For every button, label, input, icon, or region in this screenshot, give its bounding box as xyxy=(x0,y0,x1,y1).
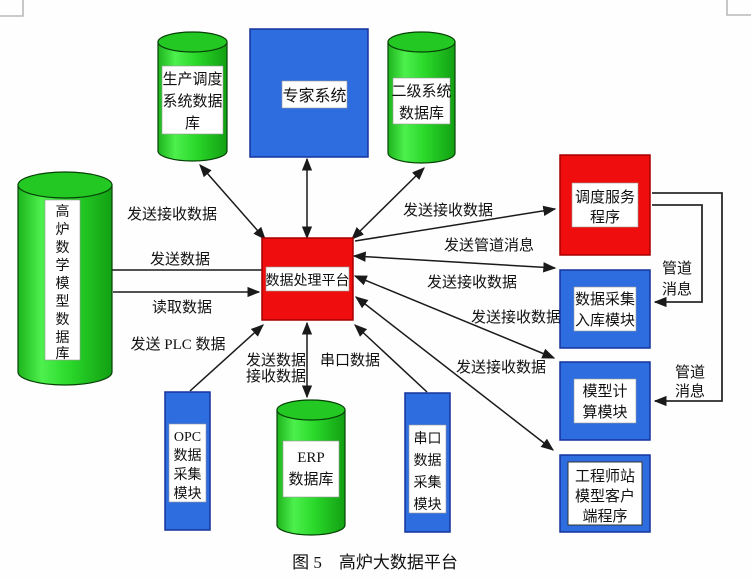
edge-platform-l2-db xyxy=(351,167,425,240)
edge-platform-prod-db xyxy=(199,164,266,240)
svg-text:采集: 采集 xyxy=(414,474,442,491)
edge-opc-platform xyxy=(189,324,264,392)
svg-text:模型客户: 模型客户 xyxy=(575,488,635,505)
svg-text:入库模块: 入库模块 xyxy=(575,312,635,329)
edge-labels: 发送接收数据 发送数据 读取数据 发送 PLC 数据 发送数据 接收数据 串口数… xyxy=(127,202,705,400)
opc-label: OPC xyxy=(174,430,201,445)
erp-db-label: ERP xyxy=(297,450,325,466)
svg-text:数据库: 数据库 xyxy=(288,471,333,488)
svg-text:采集: 采集 xyxy=(174,466,202,483)
svg-text:数: 数 xyxy=(56,312,70,328)
edge-platform-ingest xyxy=(352,251,557,273)
node-bf-model-db: 高 炉 数 学 模 型 数 据 库 xyxy=(17,171,113,386)
node-level2-db: 二级系统 数据库 xyxy=(387,31,456,164)
node-opc-module: OPC 数据 采集 模块 xyxy=(164,391,211,531)
label-send-recv-model: 发送接收数据 xyxy=(471,309,561,326)
node-erp-db: ERP 数据库 xyxy=(276,399,346,536)
level2-db-label: 二级系统 xyxy=(391,83,451,100)
node-ingest-module: 数据采集 入库模块 xyxy=(559,269,651,349)
label-pipe-msg-1a: 管道 xyxy=(662,260,692,277)
dispatch-label: 调度服务 xyxy=(575,189,635,206)
label-pipe-msg-1b: 消息 xyxy=(662,281,692,298)
label-send-recv-dispatch: 发送接收数据 xyxy=(403,202,493,219)
pipe-route-dispatch-model-calc xyxy=(652,192,723,407)
model-calc-label: 模型计 xyxy=(582,383,627,400)
label-send-recv-ingest: 发送接收数据 xyxy=(427,274,517,291)
svg-text:端程序: 端程序 xyxy=(582,508,627,525)
label-read-data: 读取数据 xyxy=(152,299,212,316)
expert-system-label: 专家系统 xyxy=(282,87,346,105)
node-engineer-station: 工程师站 模型客户 端程序 xyxy=(559,454,651,533)
svg-text:型: 型 xyxy=(56,294,70,310)
page-border-fragment-right xyxy=(726,0,751,16)
svg-text:数据: 数据 xyxy=(414,453,442,469)
svg-text:据: 据 xyxy=(56,330,70,346)
serial-label: 串口 xyxy=(414,431,442,447)
ingest-label: 数据采集 xyxy=(575,291,635,308)
svg-text:数据库: 数据库 xyxy=(399,105,444,122)
node-model-calc-module: 模型计 算模块 xyxy=(559,361,651,441)
svg-text:算模块: 算模块 xyxy=(582,403,627,421)
node-dispatch-service: 调度服务 程序 xyxy=(559,154,651,256)
platform-label: 数据处理平台 xyxy=(266,273,350,289)
svg-text:学: 学 xyxy=(56,258,70,274)
label-send-plc: 发送 PLC 数据 xyxy=(130,336,225,353)
page-border-fragment-left xyxy=(0,0,24,17)
svg-text:库: 库 xyxy=(56,346,70,362)
svg-text:系统数据: 系统数据 xyxy=(162,93,222,110)
node-prod-scheduling-db: 生产调度 系统数据 库 xyxy=(157,31,228,162)
label-pipe-msg-2b: 消息 xyxy=(675,383,705,400)
node-serial-module: 串口 数据 采集 模块 xyxy=(404,392,451,533)
svg-text:程序: 程序 xyxy=(590,209,620,226)
svg-text:数: 数 xyxy=(56,240,70,256)
label-erp-send: 发送数据 xyxy=(246,352,306,369)
edge-platform-engineer xyxy=(354,296,555,451)
edges xyxy=(112,157,723,451)
node-expert-system: 专家系统 xyxy=(249,28,369,158)
label-send-data: 发送数据 xyxy=(150,251,210,268)
label-serial-data: 串口数据 xyxy=(320,352,380,369)
svg-text:数据: 数据 xyxy=(174,448,202,464)
label-send-recv-engineer: 发送接收数据 xyxy=(456,359,546,376)
label-pipe-msg-2a: 管道 xyxy=(675,364,705,381)
label-send-recv-prod: 发送接收数据 xyxy=(127,206,217,223)
pipe-route-dispatch-ingest xyxy=(652,204,703,308)
engineer-label: 工程师站 xyxy=(575,468,635,485)
edge-platform-dispatch xyxy=(354,205,557,242)
svg-text:模: 模 xyxy=(56,276,70,292)
node-data-processing-platform: 数据处理平台 xyxy=(261,237,354,321)
figure-caption: 图 5 高炉大数据平台 xyxy=(292,553,458,572)
bf-model-db-label: 高 xyxy=(56,203,70,220)
label-send-pipe-msg: 发送管道消息 xyxy=(444,237,534,254)
svg-text:库: 库 xyxy=(185,115,200,132)
label-erp-recv: 接收数据 xyxy=(246,368,306,385)
prod-db-label: 生产调度 xyxy=(162,71,222,88)
svg-text:模块: 模块 xyxy=(414,497,442,513)
svg-text:炉: 炉 xyxy=(56,222,70,238)
svg-text:模块: 模块 xyxy=(174,486,202,502)
